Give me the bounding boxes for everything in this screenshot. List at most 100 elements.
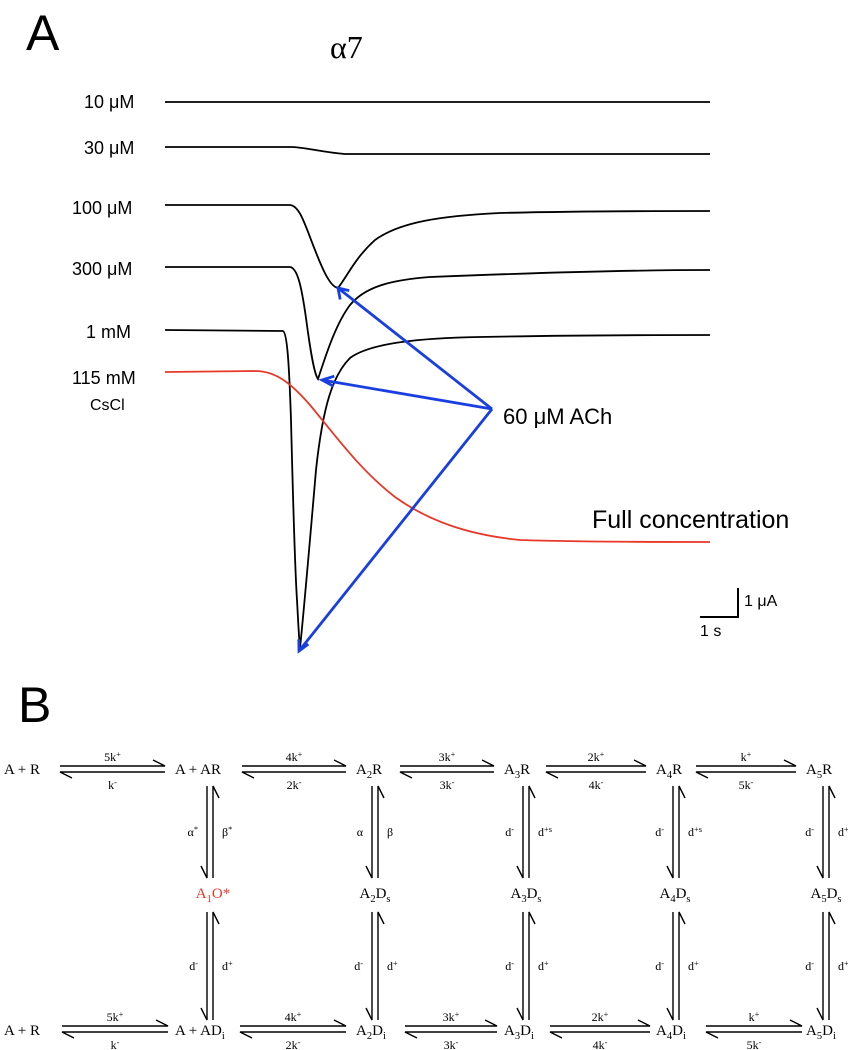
ach-arrows [297,286,494,654]
rate-label-reverse-part: - [751,778,754,787]
rate-label-right-part: d [538,825,544,839]
state-a-adi-part: A + AD [175,1023,222,1039]
rate-label-left: α [357,825,364,839]
cscl-label-name: CsCl [90,397,125,414]
rate-label-left: d-​ [354,959,363,973]
state-a5r-part: A [806,762,817,778]
rate-label-forward-part: + [451,750,456,759]
state-a5di-part: D [822,1023,833,1039]
state-a4di-part: 4 [667,1031,673,1042]
rate-label-left: d-​ [655,825,664,839]
state-a3di-part: 3 [515,1031,520,1042]
state-a3di-part: D [520,1023,531,1039]
rate-arrow-top-3 [399,759,495,779]
state-a2r-part: 2 [367,770,372,781]
rate-arrow-top-5 [695,759,797,779]
rate-label-right: d+​ [838,959,848,973]
rate-label-reverse-part: 5k [739,778,751,792]
rate-label-reverse: 5k-​ [739,778,754,792]
rate-label-forward-part: 5k [104,750,116,764]
rate-label-right: β*​ [222,825,232,839]
rate-label-reverse: 3k-​ [440,778,455,792]
rate-label-right: d+s​ [538,825,552,839]
state-a3ds-part: A [510,886,521,902]
rate-label-forward-part: + [600,750,605,759]
rate-label-reverse-part: - [298,1038,301,1047]
rate-label-left: d-​ [805,825,814,839]
state-a2ds: A2​Ds​ [359,886,390,905]
rate-arrow-top-1 [59,759,166,779]
rate-label-right: d+​ [222,959,233,973]
state-a-r-part: A + R [4,762,40,778]
state-a3ds: A3​Ds​ [510,886,541,905]
rate-label-left-part: d [505,825,511,839]
rate-label-right-part: + [393,959,398,968]
rate-label-left-part: - [195,959,198,968]
ach-label: 60 μM ACh [503,404,612,429]
rate-label-reverse-part: 2k [286,1038,298,1050]
rate-label-left: d-​ [505,825,514,839]
rate-label-reverse-part: 4k [593,1038,605,1050]
rate-label-reverse-part: 2k [287,778,299,792]
state-a2di-part: i [383,1031,386,1042]
state-a4r-part: A [656,762,667,778]
rate-label-reverse-part: - [452,778,455,787]
rate-label-forward-part: k [741,750,747,764]
rate-label-forward-part: + [297,1010,302,1019]
state-a4ds-part: D [676,886,687,902]
rate-label-reverse-part: - [114,778,117,787]
state-a1o: A1​O* [196,886,230,905]
rate-label-left-part: d [655,959,661,973]
rate-label-forward: 4k+​ [285,1010,302,1024]
vertical-arrow-lower-1 [200,911,220,1021]
state-a-r-bottom-part: A + R [4,1023,40,1039]
cscl-label-concentration: 115 mM [72,368,136,388]
trace-300um [165,266,711,381]
rate-label-reverse: 2k-​ [287,778,302,792]
state-a4ds: A4​Ds​ [659,886,690,905]
state-a-r-bottom: A + R [4,1023,40,1039]
rate-label-forward: 2k+​ [588,750,605,764]
rate-label-forward-part: + [747,750,752,759]
rate-label-forward-part: 2k [588,750,600,764]
state-a4r: A4​R [656,762,682,781]
scale-bar-time-label: 1 s [700,623,721,640]
arrowhead-100um [336,286,350,300]
state-a3di-part: i [531,1031,534,1042]
rate-label-right-part: +s [694,825,702,834]
rate-label-forward: 5k+​ [107,1010,124,1024]
rate-label-right: d+s​ [688,825,702,839]
concentration-label-30um: 30 μM [84,138,134,158]
rate-label-left-part: d [805,959,811,973]
rate-label-forward: k+​ [749,1010,760,1024]
rate-label-left: α*​ [188,825,198,839]
state-a-ar-part: A + AR [175,762,221,778]
state-a2di: A2​Di​ [356,1023,386,1042]
rate-label-right: d+​ [387,959,398,973]
rate-label-left: d-​ [655,959,664,973]
vertical-arrow-lower-2 [365,911,385,1021]
state-a4di-part: i [683,1031,686,1042]
rate-label-reverse-part: - [601,778,604,787]
state-a4r-part: R [672,762,682,778]
rate-arrow-top-4 [545,759,647,779]
state-a5ds: A5​Ds​ [810,886,841,905]
rate-label-forward-part: + [298,750,303,759]
vertical-arrow-upper-1 [200,785,220,879]
state-a4di-part: A [656,1023,667,1039]
state-a5di-part: A [806,1023,817,1039]
concentration-label-300um: 300 μM [72,259,132,279]
rate-label-left-part: - [811,959,814,968]
rate-label-right-part: d [538,959,544,973]
rate-label-reverse-part: - [456,1038,459,1047]
state-a2di-part: A [356,1023,367,1039]
state-a2r: A2​R [356,762,382,781]
rate-label-forward-part: + [755,1010,760,1019]
rate-arrow-bottom-1 [61,1019,169,1039]
rate-label-forward: 3k+​ [439,750,456,764]
rate-label-right-part: + [544,959,549,968]
rate-label-left-part: α [357,825,364,839]
rate-label-forward-part: + [116,750,121,759]
rate-arrow-bottom-3 [404,1019,498,1039]
